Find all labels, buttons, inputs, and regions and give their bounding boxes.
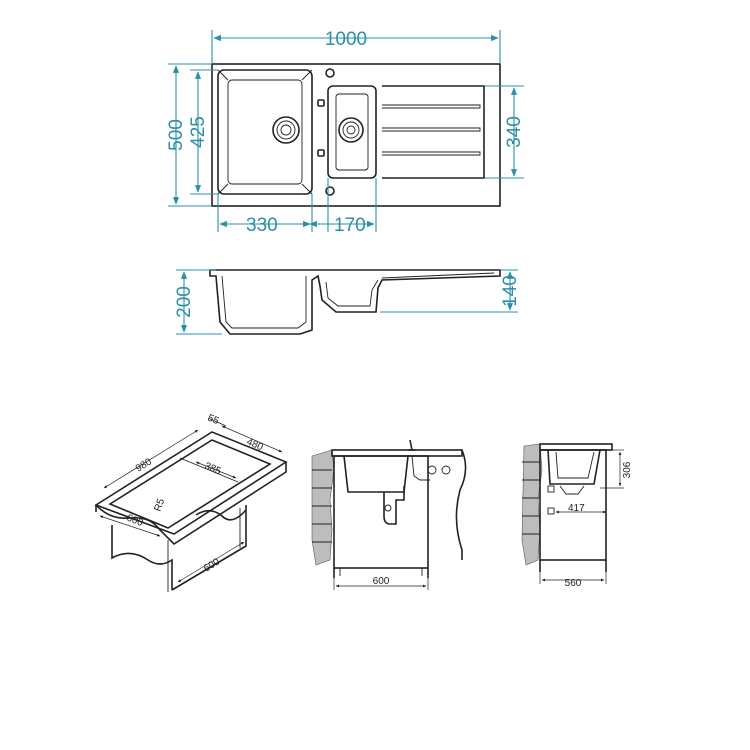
dim-side-height: 306 [622, 461, 633, 478]
isometric-cutout-view: 980 480 55 385 R5 600 600 [94, 413, 288, 592]
dim-bowl-depth: 425 [188, 116, 209, 148]
main-drain [272, 116, 300, 144]
dim-overall-depth: 500 [166, 119, 187, 151]
dim-main-bowl-width: 330 [246, 215, 278, 236]
dim-iso-depth: 480 [245, 437, 265, 454]
cabinet-front-view: 600 [311, 439, 467, 590]
cabinet-side-view: 306 417 560 [521, 443, 633, 589]
dim-iso-edge: 55 [206, 413, 221, 428]
drainer [382, 85, 485, 179]
dim-iso-radius: R5 [152, 497, 167, 513]
dim-overall-width: 1000 [325, 29, 367, 50]
main-bowl [217, 69, 313, 195]
dim-iso-cabinet-front: 600 [125, 513, 145, 530]
sink-outline [211, 63, 501, 207]
tap-hole [325, 68, 335, 78]
dim-iso-cabinet-side: 600 [202, 556, 222, 574]
small-bowl [327, 85, 377, 179]
dim-side-depth-inner: 417 [568, 503, 585, 514]
dim-main-bowl-height: 200 [174, 286, 195, 318]
small-drain [338, 117, 364, 143]
dim-cabinet-depth: 560 [565, 578, 582, 589]
dim-small-bowl-height: 140 [500, 275, 521, 307]
dim-small-bowl-width: 170 [334, 215, 366, 236]
dim-drainer-depth: 340 [504, 116, 525, 148]
top-view: 1000 500 425 340 330 170 [166, 29, 525, 236]
tap-hole [325, 186, 335, 196]
side-section-view: 200 140 [174, 269, 521, 335]
dim-cabinet-width: 600 [373, 576, 390, 587]
